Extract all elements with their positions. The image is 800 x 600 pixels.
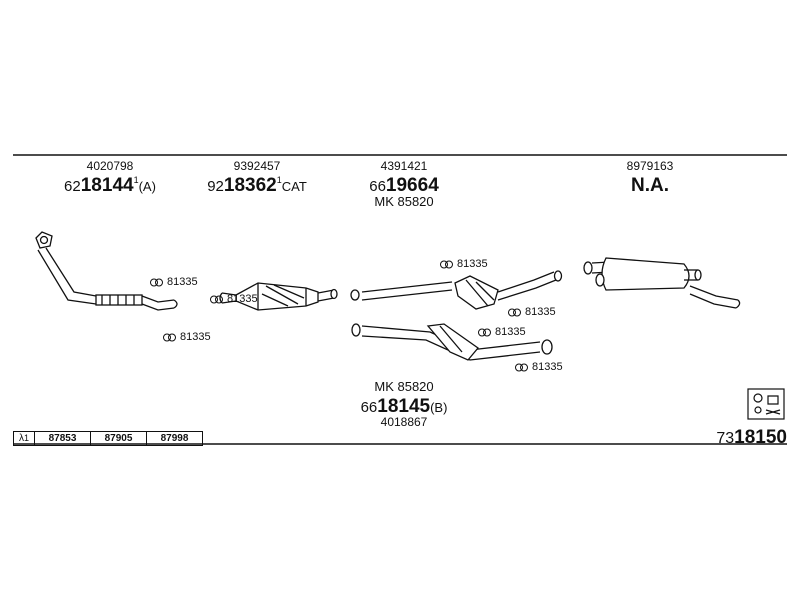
lambda-sensor-table: λ1 87853 87905 87998 xyxy=(13,431,203,446)
rear-muffler-reference: 8979163 xyxy=(626,159,674,173)
clamp-label: 81335 xyxy=(210,294,258,305)
lambda-row: λ1 87853 87905 87998 xyxy=(13,431,203,446)
kit-pn-prefix: 73 xyxy=(716,430,735,447)
clamp-code: 81335 xyxy=(167,276,198,288)
lambda-code: 87853 xyxy=(34,431,91,446)
kit-part-number: 7318150 xyxy=(716,428,787,447)
clamp-icon xyxy=(440,260,453,269)
clamp-label: 81335 xyxy=(440,259,488,270)
lambda-code: 87998 xyxy=(146,431,203,446)
clamp-label: 81335 xyxy=(508,307,556,318)
clamp-icon xyxy=(478,328,491,337)
manifold-pn-prefix: 62 xyxy=(64,178,81,195)
middle-pipe-reference: 4018867 xyxy=(380,415,428,429)
catalyst-pn-sup: 1 xyxy=(276,175,282,185)
clamp-icon xyxy=(515,363,528,372)
front-pipe-pn-main: 19664 xyxy=(385,175,439,196)
catalytic-converter xyxy=(219,282,338,311)
catalyst-pn-suffix: CAT xyxy=(281,179,307,194)
clamp-code: 81335 xyxy=(457,258,488,270)
lambda-symbol: λ xyxy=(18,433,24,444)
clamp-icon xyxy=(150,278,163,287)
clamp-label: 81335 xyxy=(150,277,198,288)
clamp-label: 81335 xyxy=(515,362,563,373)
catalyst-part-number: 92183621CAT xyxy=(207,175,307,196)
rear-muffler xyxy=(583,257,741,309)
middle-pipe-pn-prefix: 66 xyxy=(360,399,378,416)
front-intermediate-pipe xyxy=(350,270,563,310)
clamp-icon xyxy=(163,333,176,342)
clamp-code: 81335 xyxy=(532,361,563,373)
catalyst-pn-main: 18362 xyxy=(223,175,277,196)
clamp-label: 81335 xyxy=(478,327,526,338)
middle-pipe-pn-main: 18145 xyxy=(377,396,431,417)
manifold-part-number: 62181441(A) xyxy=(64,175,156,196)
clamp-code: 81335 xyxy=(180,331,211,343)
manifold-pn-suffix: (A) xyxy=(138,179,156,194)
catalyst-pn-prefix: 92 xyxy=(207,178,224,195)
front-pipe-pn-prefix: 66 xyxy=(369,178,386,195)
manifold-pn-sup: 1 xyxy=(133,175,139,185)
lambda-symbol-cell: λ1 xyxy=(13,431,35,446)
clamp-code: 81335 xyxy=(227,293,258,305)
lambda-sup: 1 xyxy=(23,433,29,443)
manifold-pn-main: 18144 xyxy=(80,175,134,196)
catalyst-reference: 9392457 xyxy=(233,159,281,173)
middle-pipe xyxy=(351,323,553,361)
clamp-code: 81335 xyxy=(525,306,556,318)
clamp-label: 81335 xyxy=(163,332,211,343)
front-pipe-mk: MK 85820 xyxy=(374,194,434,209)
clamp-code: 81335 xyxy=(495,326,526,338)
middle-pipe-part-number: 6618145(B) xyxy=(361,397,448,416)
front-pipe-part-number: 6619664 xyxy=(369,176,439,195)
kit-pn-main: 18150 xyxy=(734,427,787,448)
lambda-code: 87905 xyxy=(90,431,147,446)
mounting-kit-icon xyxy=(747,388,785,420)
rear-muffler-na: N.A. xyxy=(631,175,669,196)
clamp-icon xyxy=(508,308,521,317)
middle-pipe-mk: MK 85820 xyxy=(374,379,434,394)
manifold-reference: 4020798 xyxy=(86,159,134,173)
middle-pipe-pn-suffix: (B) xyxy=(430,400,448,415)
front-pipe-reference: 4391421 xyxy=(380,159,428,173)
clamp-icon xyxy=(210,295,223,304)
exhaust-manifold-pipe xyxy=(35,231,178,311)
